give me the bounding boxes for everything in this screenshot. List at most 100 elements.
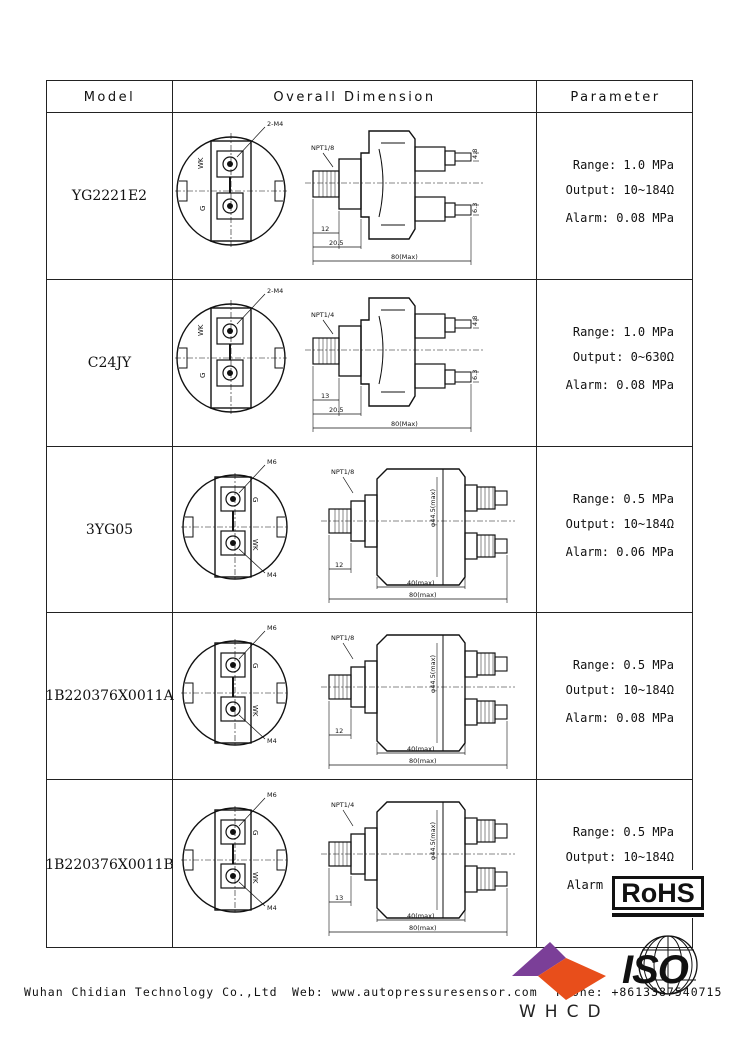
whcd-logo-text: WHCD [519, 1002, 610, 1022]
diameter-label: φ44.5(max) [429, 655, 437, 693]
dim-thread-length: 12 [335, 727, 343, 735]
param-alarm: Alarm: 0.08 MPa [565, 211, 674, 225]
header-dimension: Overall Dimension [273, 90, 436, 105]
terminal-label-wk: WK [251, 872, 259, 884]
dim-body-length: 40(max) [407, 912, 435, 920]
rohs-logo-bar [612, 913, 704, 917]
column-divider [536, 81, 537, 947]
param-output: Output: 0~630Ω [572, 350, 674, 364]
dim-overall-length: 80(Max) [391, 253, 418, 261]
terminal-dim-2: 6.3 [471, 203, 479, 213]
terminal-dim-2: 6.3 [471, 370, 479, 380]
header-model: Model [83, 90, 136, 105]
thread-label: NPT1/4 [311, 311, 334, 319]
column-divider [172, 81, 173, 947]
model-name: YG2221E2 [71, 188, 148, 204]
dim-overall-length: 80(max) [409, 591, 437, 599]
dim-body-length: 40(max) [407, 579, 435, 587]
param-output: Output: 10~184Ω [565, 683, 674, 697]
screw-label-m6: M6 [267, 791, 277, 799]
param-range: Range: 1.0 MPa [572, 325, 674, 339]
diameter-label: φ44.5(max) [429, 822, 437, 860]
header-parameter: Parameter [570, 90, 661, 105]
thread-label: NPT1/4 [331, 801, 354, 809]
terminal-label-wk: WK [197, 157, 205, 169]
param-alarm: Alarm: 0.08 MPa [565, 378, 674, 392]
terminal-label-wk: WK [251, 539, 259, 551]
terminal-label-g: G [251, 830, 259, 835]
footer-company: Wuhan Chidian Technology Co.,Ltd [24, 985, 278, 999]
terminal-label-wk: WK [251, 705, 259, 717]
param-range: Range: 0.5 MPa [572, 492, 674, 506]
screw-label: 2-M4 [267, 120, 283, 128]
whcd-logo-icon [512, 942, 606, 1000]
spec-table: Model Overall Dimension Parameter YG2221… [45, 80, 694, 949]
model-name: C24JY [87, 355, 132, 371]
param-alarm: Alarm: 0.06 MPa [565, 545, 674, 559]
screw-label-m4: M4 [267, 737, 277, 745]
screw-label-m6: M6 [267, 624, 277, 632]
terminal-label-g: G [199, 206, 207, 211]
table-header: Model Overall Dimension Parameter [47, 81, 692, 113]
dim-body-length: 40(max) [407, 745, 435, 753]
footer-web: Web: www.autopressuresensor.com [292, 985, 538, 999]
dim-overall-length: 80(max) [409, 924, 437, 932]
terminal-label-g: G [199, 373, 207, 378]
iso-globe-icon [638, 935, 698, 995]
diameter-label: φ44.5(max) [429, 489, 437, 527]
dim-thread-length: 12 [321, 225, 329, 233]
model-name: 1B220376X0011B [45, 856, 174, 873]
param-output: Output: 10~184Ω [565, 517, 674, 531]
dim-thread-length: 12 [335, 561, 343, 569]
rohs-logo: RoHS [606, 870, 710, 918]
terminal-label-wk: WK [197, 324, 205, 336]
param-range: Range: 1.0 MPa [572, 158, 674, 172]
screw-label-m4: M4 [267, 571, 277, 579]
dim-overall-length: 80(Max) [391, 420, 418, 428]
param-range: Range: 0.5 MPa [572, 825, 674, 839]
param-range: Range: 0.5 MPa [572, 658, 674, 672]
terminal-dim-1: 4.8 [471, 316, 479, 326]
dim-overall-length: 80(max) [409, 757, 437, 765]
screw-label-m4: M4 [267, 904, 277, 912]
thread-label: NPT1/8 [331, 468, 354, 476]
dim-hex-length: 20.5 [329, 239, 343, 247]
screw-label-m6: M6 [267, 458, 277, 466]
dim-hex-length: 20.5 [329, 406, 343, 414]
thread-label: NPT1/8 [331, 634, 354, 642]
terminal-dim-1: 4.8 [471, 149, 479, 159]
param-output: Output: 10~184Ω [565, 183, 674, 197]
rohs-logo-text: RoHS [612, 876, 704, 910]
dim-thread-length: 13 [335, 894, 343, 902]
param-alarm: Alarm [567, 878, 604, 892]
param-alarm: Alarm: 0.08 MPa [565, 711, 674, 725]
model-name: 3YG05 [85, 521, 134, 538]
param-output: Output: 10~184Ω [565, 850, 674, 864]
terminal-label-g: G [251, 663, 259, 668]
terminal-label-g: G [251, 497, 259, 502]
footer-phone: Phone: +8613387540715 [556, 985, 723, 999]
thread-label: NPT1/8 [311, 144, 334, 152]
dim-thread-length: 13 [321, 392, 329, 400]
screw-label: 2-M4 [267, 287, 283, 295]
model-name: 1B220376X0011A [45, 688, 174, 704]
